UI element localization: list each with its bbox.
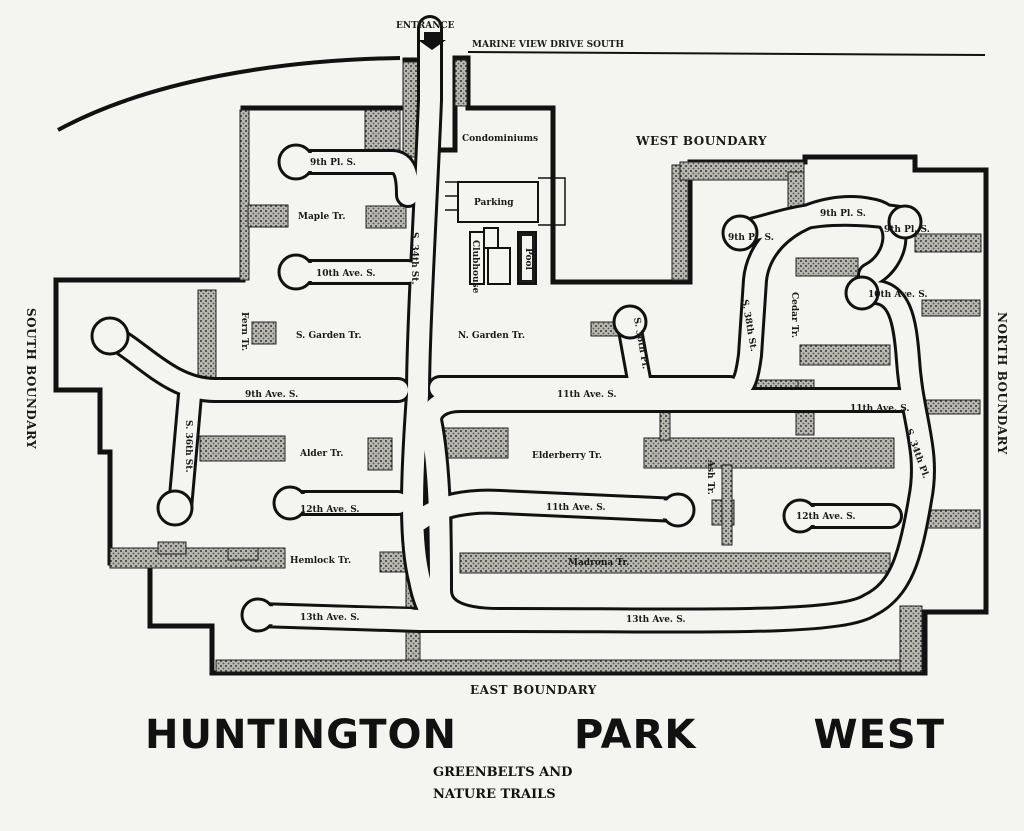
greenbelt-strip [251,321,277,345]
map-subtitle: GREENBELTS AND NATURE TRAILS [433,762,572,806]
greenbelt-strip [199,435,286,462]
greenbelt-strip [367,437,393,471]
trail-label: Cedar Tr. [789,292,799,338]
street-label: 9th Pl. S. [310,158,356,168]
parking-lot [457,181,539,223]
greenbelt-strip [899,605,923,673]
street-label: 13th Ave. S. [300,613,360,623]
greenbelt-strip [247,204,289,228]
greenbelt-strip [671,164,689,281]
cul-de-sac [721,214,759,252]
subtitle-line: NATURE TRAILS [433,787,556,802]
subtitle-line: GREENBELTS AND [433,765,573,780]
greenbelt-strip [795,257,859,277]
greenbelt-strip [679,161,805,181]
trail-label: Fern Tr. [239,312,249,351]
clubhouse-building [469,231,485,285]
greenbelt-strip [914,233,982,253]
greenbelt-strip [921,299,981,317]
entrance-label: ENTRANCE [396,21,455,31]
trail-label: Madrona Tr. [568,558,629,568]
greenbelt-strip [799,344,891,366]
cul-de-sac [844,275,880,311]
street-label: 12th Ave. S. [300,505,360,515]
pool-label: Pool [523,248,533,271]
greenbelt-strip [239,109,250,281]
greenbelt-strip [197,289,217,386]
street-label: S. 36th St. [183,420,193,473]
greenbelt-strip [109,547,286,569]
street-label: 10th Ave. S. [868,290,928,300]
greenbelt-strip [643,437,895,469]
greenbelt-strip [364,109,401,151]
south-boundary-label: SOUTH BOUNDARY [24,308,38,449]
trail-label: Elderberry Tr. [532,451,602,461]
trail-label: Hemlock Tr. [290,556,351,566]
street-label: 11th Ave. S. [557,390,617,400]
street-label: 11th Ave. S. [850,404,910,414]
trail-label: S. Garden Tr. [296,331,362,341]
parking-label: Parking [474,198,514,208]
street-label: 9th Pl. S. [820,209,866,219]
condominiums-label: Condominiums [462,134,538,144]
map-title: HUNTINGTON PARK WEST [145,712,945,762]
street-label: 13th Ave. S. [626,615,686,625]
clubhouse-label: Clubhouse [470,240,480,294]
cul-de-sac [612,304,648,340]
cul-de-sac [887,204,923,240]
street-label: 10th Ave. S. [316,269,376,279]
greenbelt-strip [157,541,187,555]
street-label: 9th Ave. S. [245,390,298,400]
title-word: PARK [574,712,697,758]
road-label: MARINE VIEW DRIVE SOUTH [472,40,625,50]
greenbelts [109,59,982,673]
property-boundary [53,55,989,676]
title-word: WEST [813,712,945,758]
west-boundary-label: WEST BOUNDARY [635,134,767,148]
trail-label: Maple Tr. [298,212,345,222]
condominium-complex [445,177,566,285]
greenbelt-strip [215,659,923,673]
east-boundary-label: EAST BOUNDARY [470,683,597,697]
north-boundary-label: NORTH BOUNDARY [995,312,1009,455]
cul-de-sac [156,489,194,527]
street-label: 9th Pl. S. [728,233,774,243]
marine-view-drive [467,51,986,56]
street-label: S. 34th St. [409,232,419,285]
trail-label: N. Garden Tr. [458,331,525,341]
street-label: 9th Pl. S. [884,225,930,235]
trail-label: Ash Tr. [705,459,715,495]
greenbelt-strip [721,464,733,546]
street-label: 12th Ave. S. [796,512,856,522]
street-label: 11th Ave. S. [546,503,606,513]
greenbelt-strip [365,205,407,229]
cul-de-sac [90,316,130,356]
greenbelt-strip [459,552,891,574]
greenbelt-strip [454,59,468,107]
trail-label: Alder Tr. [299,449,343,459]
entrance-arrow-icon [418,32,446,50]
title-word: HUNTINGTON [145,712,457,758]
greenbelt-strip [227,547,259,561]
marine-view-curve [57,56,401,132]
